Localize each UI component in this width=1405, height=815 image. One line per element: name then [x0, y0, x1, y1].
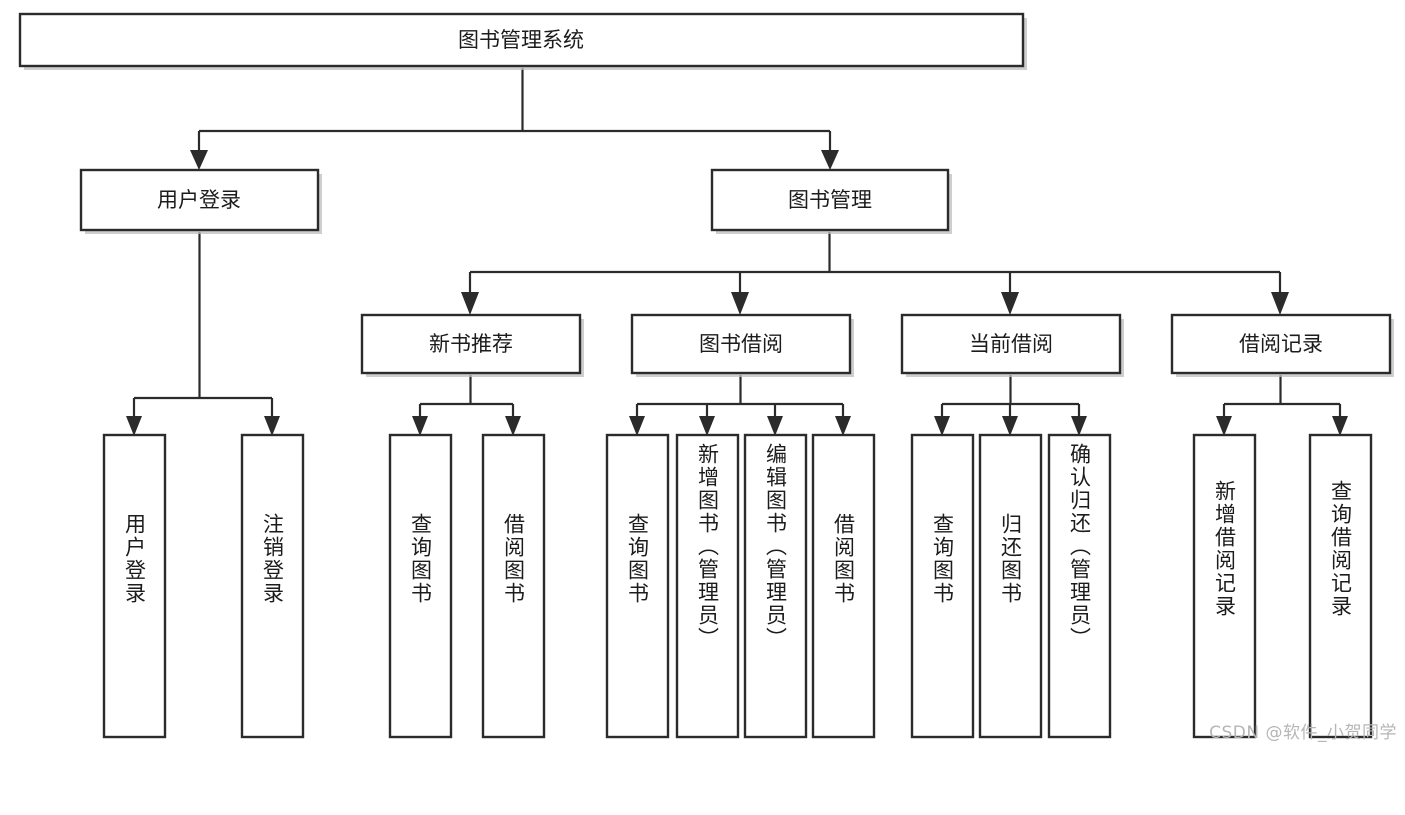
node-leaf-borrow-edit-rect[interactable]: [743, 433, 808, 739]
node-current-borrow[interactable]: 当前借阅: [900, 313, 1124, 377]
node-book-borrow-rect: [630, 313, 852, 375]
node-leaf-newbook-query-rect[interactable]: [388, 433, 453, 739]
arrowhead-bookborrow-leaf-2: [699, 416, 715, 436]
arrowhead-currentborrow-leaf-3: [1071, 416, 1087, 436]
node-borrow-record[interactable]: 借阅记录: [1170, 313, 1394, 377]
node-borrow-record-label: 借阅记录: [1239, 332, 1323, 356]
node-leaf-borrow-query-rect[interactable]: [605, 433, 670, 739]
node-leaf-borrow-add-rect[interactable]: [675, 433, 740, 739]
node-leaf-current-confirm-rect[interactable]: [1047, 433, 1112, 739]
node-user-login-label: 用户登录: [157, 188, 241, 212]
arrowhead-newbook-leaf-2: [505, 416, 521, 436]
node-leaf-newbook-borrow-rect[interactable]: [481, 433, 546, 739]
arrowhead-borrow-record: [1271, 292, 1289, 315]
flowchart-svg: 图书管理系统 用户登录 图书管理 新书推荐 图书借阅 当前借阅: [18, 12, 1394, 739]
node-leaf-current-query-rect[interactable]: [910, 433, 975, 739]
node-leaf-record-query-rect[interactable]: [1308, 433, 1373, 739]
arrowhead-borrowrecord-leaf-2: [1332, 416, 1348, 436]
flowchart-canvas: 图书管理系统 用户登录 图书管理 新书推荐 图书借阅 当前借阅: [18, 12, 1397, 743]
arrowhead-currentborrow-leaf-1: [934, 416, 950, 436]
arrowhead-leaf-user-login: [126, 416, 142, 436]
node-leaf-borrow-lend-rect[interactable]: [811, 433, 876, 739]
arrowhead-new-book: [461, 292, 479, 315]
connectors-layer: [126, 68, 1348, 436]
arrowhead-bookborrow-leaf-3: [767, 416, 783, 436]
arrowhead-book-manage: [821, 150, 839, 170]
node-user-login-rect: [79, 168, 320, 232]
node-new-book-recommend-label: 新书推荐: [429, 332, 513, 356]
node-book-manage-rect: [710, 168, 950, 232]
node-book-borrow-label: 图书借阅: [699, 332, 783, 356]
node-user-login[interactable]: 用户登录: [79, 168, 322, 234]
node-leaf-user-login-rect[interactable]: [102, 433, 167, 739]
arrowhead-currentborrow-leaf-2: [1002, 416, 1018, 436]
arrowhead-book-borrow: [731, 292, 749, 315]
node-leaf-logout-rect[interactable]: [240, 433, 305, 739]
arrowhead-bookborrow-leaf-1: [629, 416, 645, 436]
node-book-manage[interactable]: 图书管理: [710, 168, 952, 234]
node-root[interactable]: 图书管理系统: [18, 12, 1027, 70]
node-book-borrow[interactable]: 图书借阅: [630, 313, 854, 377]
arrowhead-leaf-logout: [264, 416, 280, 436]
node-current-borrow-label: 当前借阅: [969, 332, 1053, 356]
node-new-book-recommend[interactable]: 新书推荐: [360, 313, 584, 377]
node-leaf-current-return-rect[interactable]: [978, 433, 1043, 739]
arrowhead-current-borrow: [1001, 292, 1019, 315]
node-root-label: 图书管理系统: [458, 28, 584, 52]
arrowhead-newbook-leaf-1: [412, 416, 428, 436]
arrowhead-user-login: [190, 150, 208, 170]
arrowhead-bookborrow-leaf-4: [835, 416, 851, 436]
node-book-manage-label: 图书管理: [788, 188, 872, 212]
arrowhead-borrowrecord-leaf-1: [1216, 416, 1232, 436]
node-leaf-record-add-rect[interactable]: [1192, 433, 1257, 739]
node-root-rect: [18, 12, 1025, 68]
node-current-borrow-rect: [900, 313, 1122, 375]
node-borrow-record-rect: [1170, 313, 1392, 375]
node-new-book-recommend-rect: [360, 313, 582, 375]
csdn-watermark: CSDN @软件_小贺同学: [1209, 723, 1397, 743]
